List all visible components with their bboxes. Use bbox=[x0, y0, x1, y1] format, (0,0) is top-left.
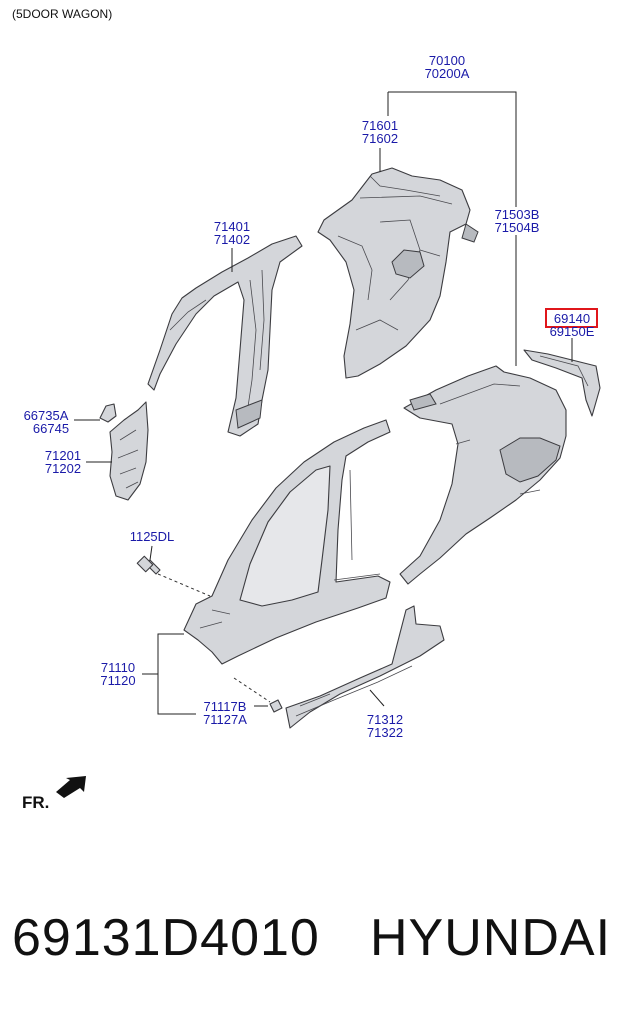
callout-69140[interactable]: 69140 69150E bbox=[545, 308, 598, 339]
callout-71503[interactable]: 71503B 71504B bbox=[490, 207, 544, 235]
callout-69140-line1: 69140 bbox=[554, 311, 590, 326]
callout-71503-line2: 71504B bbox=[495, 220, 540, 235]
callout-71601-line2: 71602 bbox=[362, 131, 398, 146]
callout-71117[interactable]: 71117B 71127A bbox=[203, 699, 247, 727]
callout-71110-line1: 71110 bbox=[101, 660, 135, 675]
exploded-parts-diagram: (5DOOR WAGON) bbox=[12, 7, 601, 812]
center-pillar-inner bbox=[147, 235, 303, 437]
callout-69140-line2: 69150E bbox=[550, 324, 595, 339]
part-number: 69131D4010 bbox=[12, 909, 320, 967]
callout-71201-line2: 71202 bbox=[45, 461, 81, 476]
callout-71401[interactable]: 71401 71402 bbox=[214, 219, 250, 247]
quarter-outer-panel bbox=[399, 365, 567, 585]
side-sill-reinforcement bbox=[285, 605, 445, 729]
rocker-clip bbox=[269, 699, 283, 713]
leader-lines bbox=[74, 91, 573, 715]
callout-71312-line1: 71312 bbox=[367, 712, 403, 727]
callout-71401-line1: 71401 bbox=[214, 219, 250, 234]
callout-66735-line1: 66735A bbox=[24, 408, 69, 423]
callout-66735[interactable]: 66735A 66745 bbox=[24, 408, 69, 436]
front-label: FR. bbox=[22, 793, 49, 812]
quarter-inner-panel bbox=[317, 167, 479, 379]
front-direction-indicator: FR. bbox=[22, 776, 86, 812]
callout-66735-line2: 66745 bbox=[33, 421, 69, 436]
callout-71110-line2: 71120 bbox=[100, 673, 135, 688]
callout-1125-line1: 1125DL bbox=[130, 529, 175, 544]
callout-71201[interactable]: 71201 71202 bbox=[45, 448, 81, 476]
diagram-header: (5DOOR WAGON) bbox=[12, 7, 112, 21]
callout-71401-line2: 71402 bbox=[214, 232, 250, 247]
callout-70100[interactable]: 70100 70200A bbox=[425, 53, 470, 81]
footer: 69131D4010 HYUNDAI bbox=[0, 860, 620, 1017]
callout-71601[interactable]: 71601 71602 bbox=[362, 118, 398, 146]
side-outer-panel bbox=[183, 419, 391, 665]
front-arrow-icon bbox=[56, 776, 86, 798]
callout-71503-line1: 71503B bbox=[495, 207, 540, 222]
callout-69140-highlight bbox=[545, 308, 598, 328]
quarter-extension bbox=[523, 349, 601, 417]
callout-1125[interactable]: 1125DL bbox=[130, 529, 175, 544]
front-pillar-lower bbox=[109, 401, 149, 501]
callout-70100-line1: 70100 bbox=[429, 53, 465, 68]
callout-71201-line1: 71201 bbox=[45, 448, 81, 463]
callout-71312-line2: 71322 bbox=[367, 725, 403, 740]
callout-71601-line1: 71601 bbox=[362, 118, 398, 133]
callout-71312[interactable]: 71312 71322 bbox=[367, 712, 403, 740]
callout-70100-line2: 70200A bbox=[425, 66, 470, 81]
bolt bbox=[136, 555, 161, 575]
callout-71117-line2: 71127A bbox=[203, 712, 247, 727]
brand-name: HYUNDAI bbox=[370, 909, 612, 967]
callout-71117-line1: 71117B bbox=[204, 699, 247, 714]
fender-bracket bbox=[99, 403, 117, 423]
callout-71110[interactable]: 71110 71120 bbox=[100, 660, 135, 688]
